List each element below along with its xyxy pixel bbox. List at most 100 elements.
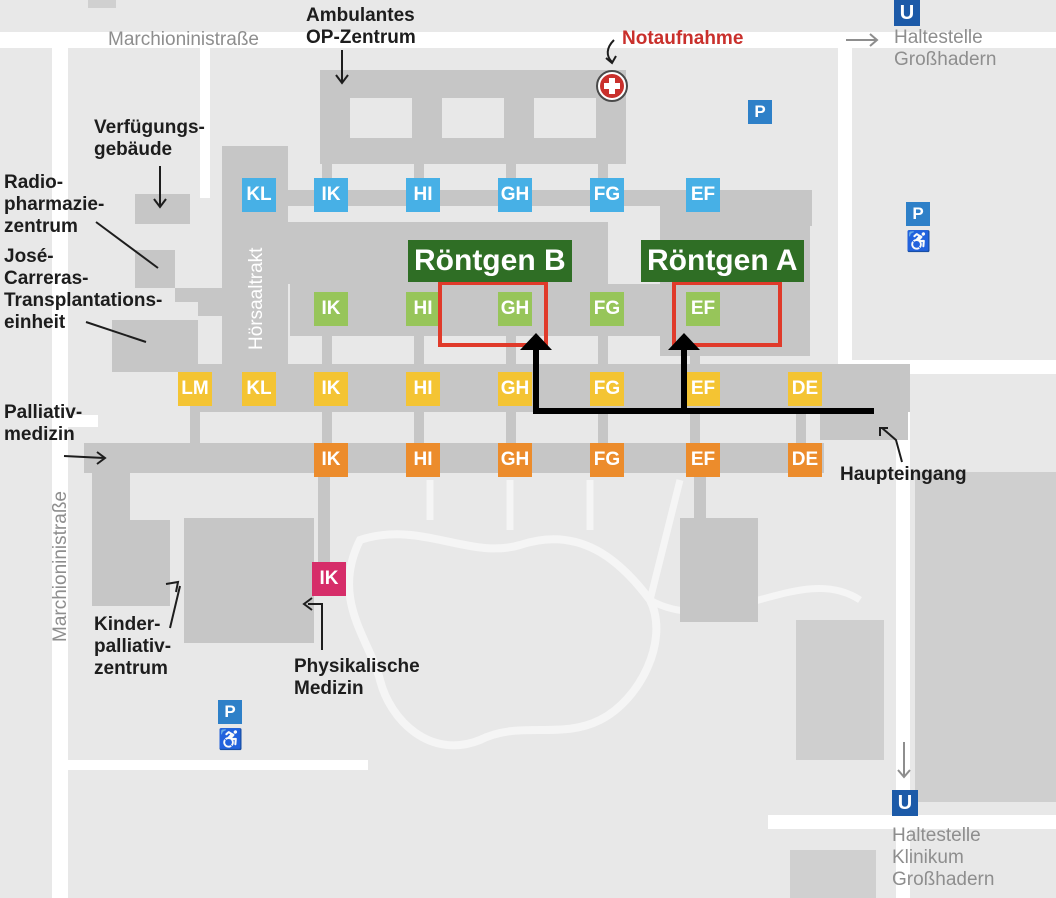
label-op-zentrum: Ambulantes OP-Zentrum — [306, 5, 416, 48]
building-kinderpalliativ-2 — [130, 520, 170, 606]
arrow-icon — [153, 166, 167, 209]
building-top-left — [88, 0, 116, 8]
building-kinderpalliativ — [92, 473, 130, 606]
op-courtyard-2 — [442, 98, 504, 138]
street-top — [0, 32, 1056, 48]
wheelchair-icon: ♿ — [218, 729, 243, 751]
section-tile-fg: FG — [590, 292, 624, 326]
street-vertical-mid — [200, 48, 210, 198]
arrow-icon — [335, 50, 349, 85]
arrow-icon — [85, 321, 147, 343]
section-tile-fg: FG — [590, 443, 624, 477]
section-tile-lm: LM — [178, 372, 212, 406]
section-tile-de: DE — [788, 372, 822, 406]
arrow-icon — [605, 39, 617, 65]
arrow-icon — [897, 742, 911, 779]
section-tile-fg: FG — [590, 372, 624, 406]
connector — [598, 160, 608, 184]
connector — [796, 410, 806, 444]
street-left — [52, 48, 68, 898]
connector — [322, 160, 332, 184]
connector — [506, 410, 516, 444]
section-tile-ef: EF — [686, 292, 720, 326]
street-west-link — [68, 415, 98, 427]
building-jose-carreras — [112, 320, 198, 372]
section-tile-ik: IK — [314, 443, 348, 477]
label-radiopharmazie: Radio- pharmazie- zentrum — [4, 172, 105, 237]
section-tile-hi: HI — [406, 443, 440, 477]
arrow-icon — [302, 597, 323, 650]
building-south-right — [790, 850, 876, 898]
connector — [694, 473, 706, 518]
wheelchair-icon: ♿ — [906, 231, 931, 253]
parking-icon: P — [218, 700, 242, 724]
building-physikalische — [184, 518, 314, 643]
arrow-icon — [846, 33, 879, 47]
label-palliativmedizin: Palliativ- medizin — [4, 402, 83, 445]
red-cross-icon — [596, 70, 628, 102]
section-tile-ik: IK — [314, 178, 348, 212]
section-tile-ik: IK — [314, 292, 348, 326]
roentgen-a-highlight — [672, 281, 782, 347]
section-tile-ef: EF — [686, 372, 720, 406]
section-tile-de: DE — [788, 443, 822, 477]
connector — [506, 160, 516, 184]
connector — [322, 410, 332, 444]
section-tile-ef: EF — [686, 178, 720, 212]
op-courtyard-1 — [350, 98, 412, 138]
arrow-icon — [879, 427, 903, 463]
arrow-icon — [63, 451, 107, 465]
section-tile-kl: KL — [242, 372, 276, 406]
connector — [598, 330, 608, 374]
section-tile-gh: GH — [498, 178, 532, 212]
connector — [506, 330, 516, 374]
stop-label-grosshadern: Haltestelle Großhadern — [894, 27, 997, 70]
section-tile-hi: HI — [406, 292, 440, 326]
connector — [318, 473, 330, 563]
street-lower — [68, 760, 368, 770]
ubahn-icon-north: U — [894, 0, 920, 26]
connector — [690, 410, 700, 444]
street-east — [838, 48, 852, 388]
building-ef-east — [660, 190, 812, 226]
stop-label-klinikum: Haltestelle Klinikum Großhadern — [892, 825, 995, 890]
roentgen-b-highlight — [438, 281, 548, 347]
section-tile-kl: KL — [242, 178, 276, 212]
parking-icon: P — [748, 100, 772, 124]
building-south-ef — [680, 518, 758, 622]
connector — [190, 410, 200, 444]
route-path — [533, 350, 874, 414]
section-tile-gh: GH — [498, 372, 532, 406]
street-label-left: Marchioninistraße — [50, 491, 71, 642]
label-kinderpalliativ: Kinder- palliativ- zentrum — [94, 614, 172, 679]
label-physikalische-medizin: Physikalische Medizin — [294, 656, 420, 699]
building-verfuegung — [135, 194, 190, 224]
label-haupteingang: Haupteingang — [840, 464, 967, 485]
connector — [322, 330, 332, 374]
parking-deck-right — [915, 472, 1056, 802]
arrow-icon — [520, 333, 552, 350]
arrow-icon — [165, 580, 181, 629]
op-courtyard-3 — [534, 98, 596, 138]
section-tile-ik-physikalisch: IK — [312, 562, 346, 596]
parking-deck-mid — [796, 620, 884, 760]
roentgen-a-label: Röntgen A — [641, 240, 804, 282]
section-tile-ik: IK — [314, 372, 348, 406]
arrow-icon — [668, 333, 700, 350]
label-verfuegungsgebaeude: Verfügungs- gebäude — [94, 117, 205, 160]
connector — [690, 330, 700, 374]
label-jose-carreras: José- Carreras- Transplantations- einhei… — [4, 246, 163, 333]
section-tile-hi: HI — [406, 372, 440, 406]
section-tile-fg: FG — [590, 178, 624, 212]
section-tile-hi: HI — [406, 178, 440, 212]
section-tile-gh: GH — [498, 292, 532, 326]
connector — [414, 330, 424, 374]
connector — [414, 160, 424, 184]
building-jose-link — [198, 296, 222, 316]
connector — [598, 410, 608, 444]
street-label-top: Marchioninistraße — [108, 29, 259, 50]
street-south-bend — [768, 815, 1056, 829]
label-notaufnahme: Notaufnahme — [622, 28, 744, 49]
